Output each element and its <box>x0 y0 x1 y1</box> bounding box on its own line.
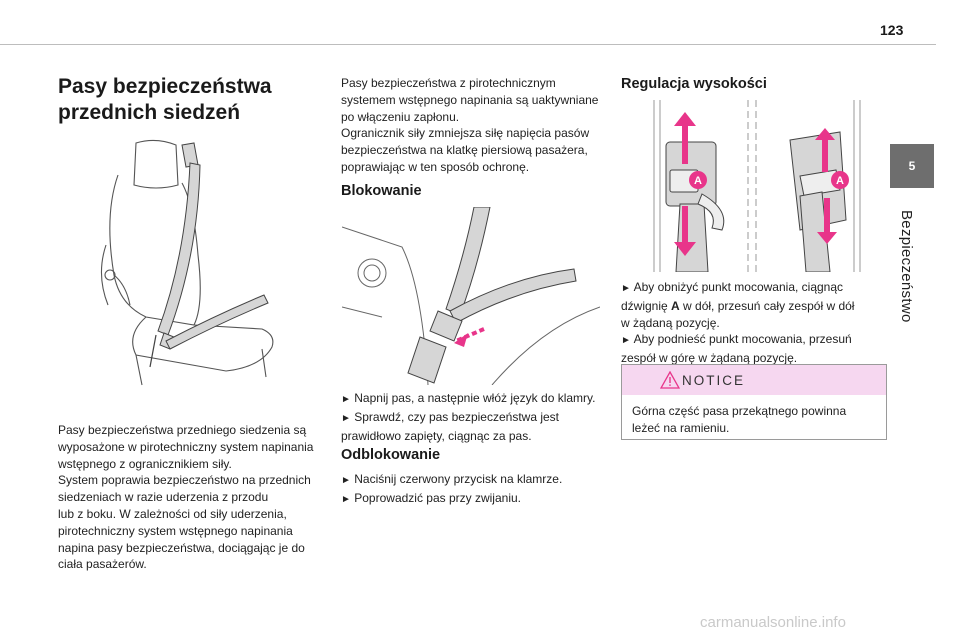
col2-intro-line: Ogranicznik siły zmniejsza siłę napięcia… <box>341 126 590 141</box>
height-step-1: ► Aby obniżyć punkt mocowania, ciągnąc <box>621 279 854 298</box>
col2-intro-line: po włączeniu zapłonu. <box>341 109 460 124</box>
notice-box: NOTICE Górna część pasa przekątnego powi… <box>621 364 887 440</box>
unlock-steps: ► Naciśnij czerwony przycisk na klamrze.… <box>341 471 562 509</box>
header-rule <box>0 44 936 45</box>
bullet-arrow: ► <box>621 335 631 347</box>
col1-body-line: wyposażone w pirotechniczny system napin… <box>58 439 314 454</box>
front-seat-belt-illustration <box>100 139 274 386</box>
height-step-1-end: w żądaną pozycję. <box>621 315 720 330</box>
col2-intro-line: bezpieczeństwa na klatkę piersiową pasaż… <box>341 143 588 158</box>
col2-intro-line: poprawiając w ten sposób ochronę. <box>341 159 530 174</box>
height-step-1-text: Aby obniżyć punkt mocowania, ciągnąc <box>633 280 844 294</box>
section-title-line-1: Pasy bezpieczeństwa <box>58 75 272 98</box>
height-step-1-cont-text2: w dół, przesuń cały zespół w dół <box>679 298 855 313</box>
unlock-step-2-text: Poprowadzić pas przy zwijaniu. <box>354 490 521 505</box>
col1-body-line: System poprawia bezpieczeństwo na przedn… <box>58 473 311 488</box>
watermark: carmanualsonline.info <box>700 614 846 631</box>
unlock-step-1: ► Naciśnij czerwony przycisk na klamrze. <box>341 471 562 490</box>
unlock-step-2: ► Poprowadzić pas przy zwijaniu. <box>341 490 562 509</box>
lock-step-1: ► Napnij pas, a następnie włóż język do … <box>341 390 595 409</box>
unlock-heading: Odblokowanie <box>341 447 441 463</box>
col1-body-line: lub z boku. W zależności od siły uderzen… <box>58 506 287 521</box>
col1-body-line: ciała pasażerów. <box>58 557 147 572</box>
chapter-number: 5 <box>908 159 916 173</box>
height-adjust-illustration: A A <box>653 100 861 272</box>
col1-body-line: napina pasy bezpieczeństwa, dociągając j… <box>58 540 305 555</box>
lever-a-label: A <box>671 298 680 313</box>
page-number: 123 <box>880 22 904 38</box>
bullet-arrow: ► <box>621 283 631 294</box>
bullet-arrow: ► <box>341 394 351 405</box>
col2-intro: Pasy bezpieczeństwa z pirotechnicznym sy… <box>341 75 598 176</box>
bullet-arrow: ► <box>341 493 351 505</box>
notice-line: Górna część pasa przekątnego powinna <box>632 404 847 418</box>
height-step-2-text: Aby podnieść punkt mocowania, przesuń <box>633 332 852 347</box>
chapter-tab[interactable]: 5 <box>890 144 934 188</box>
height-adjust-steps: ► Aby obniżyć punkt mocowania, ciągnąc d… <box>621 279 854 367</box>
lock-steps: ► Napnij pas, a następnie włóż język do … <box>341 390 595 444</box>
bullet-arrow: ► <box>341 412 351 424</box>
height-step-1-cont: dźwignię A w dół, przesuń cały zespół w … <box>621 298 854 315</box>
notice-body: Górna część pasa przekątnego powinna leż… <box>632 403 846 437</box>
col2-intro-line: systemem wstępnego napinania są uaktywni… <box>341 92 599 107</box>
warning-icon <box>660 371 680 389</box>
col2-intro-line: Pasy bezpieczeństwa z pirotechnicznym <box>341 76 556 90</box>
marker-a: A <box>836 175 844 187</box>
height-step-1-cont-text: dźwignię <box>621 298 672 313</box>
notice-title: NOTICE <box>682 373 746 388</box>
height-step-2-cont: zespół w górę w żądaną pozycję. <box>621 351 798 366</box>
notice-header: NOTICE <box>622 365 886 395</box>
unlock-step-1-text: Naciśnij czerwony przycisk na klamrze. <box>354 472 563 486</box>
lock-step-1-text: Napnij pas, a następnie włóż język do kl… <box>354 391 596 405</box>
section-title: Pasy bezpieczeństwa przednich siedzeń <box>58 74 272 126</box>
col1-body: Pasy bezpieczeństwa przedniego siedzenia… <box>58 422 313 573</box>
bullet-arrow: ► <box>341 475 351 486</box>
col1-body-line: wstępnego z ogranicznikiem siły. <box>58 456 232 471</box>
height-adjust-heading: Regulacja wysokości <box>621 76 767 92</box>
col1-body-line: pirotechniczny system wstępnego napinani… <box>58 523 293 538</box>
col1-body-line: Pasy bezpieczeństwa przedniego siedzenia… <box>58 423 307 437</box>
section-title-line-2: przednich siedzeń <box>58 101 241 124</box>
col1-body-line: siedzeniach w razie uderzenia z przodu <box>58 490 269 505</box>
height-step-2: ► Aby podnieść punkt mocowania, przesuń <box>621 331 854 350</box>
lock-heading: Blokowanie <box>341 183 422 199</box>
lock-step-2: ► Sprawdź, czy pas bezpieczeństwa jest <box>341 409 595 428</box>
chapter-label: Bezpieczeństwo <box>898 210 915 323</box>
lock-step-2-cont: prawidłowo zapięty, ciągnąc za pas. <box>341 428 532 443</box>
buckle-locking-illustration <box>342 207 600 385</box>
marker-a: A <box>694 175 702 187</box>
lock-step-2-text: Sprawdź, czy pas bezpieczeństwa jest <box>354 409 560 424</box>
notice-line: leżeć na ramieniu. <box>632 420 730 435</box>
